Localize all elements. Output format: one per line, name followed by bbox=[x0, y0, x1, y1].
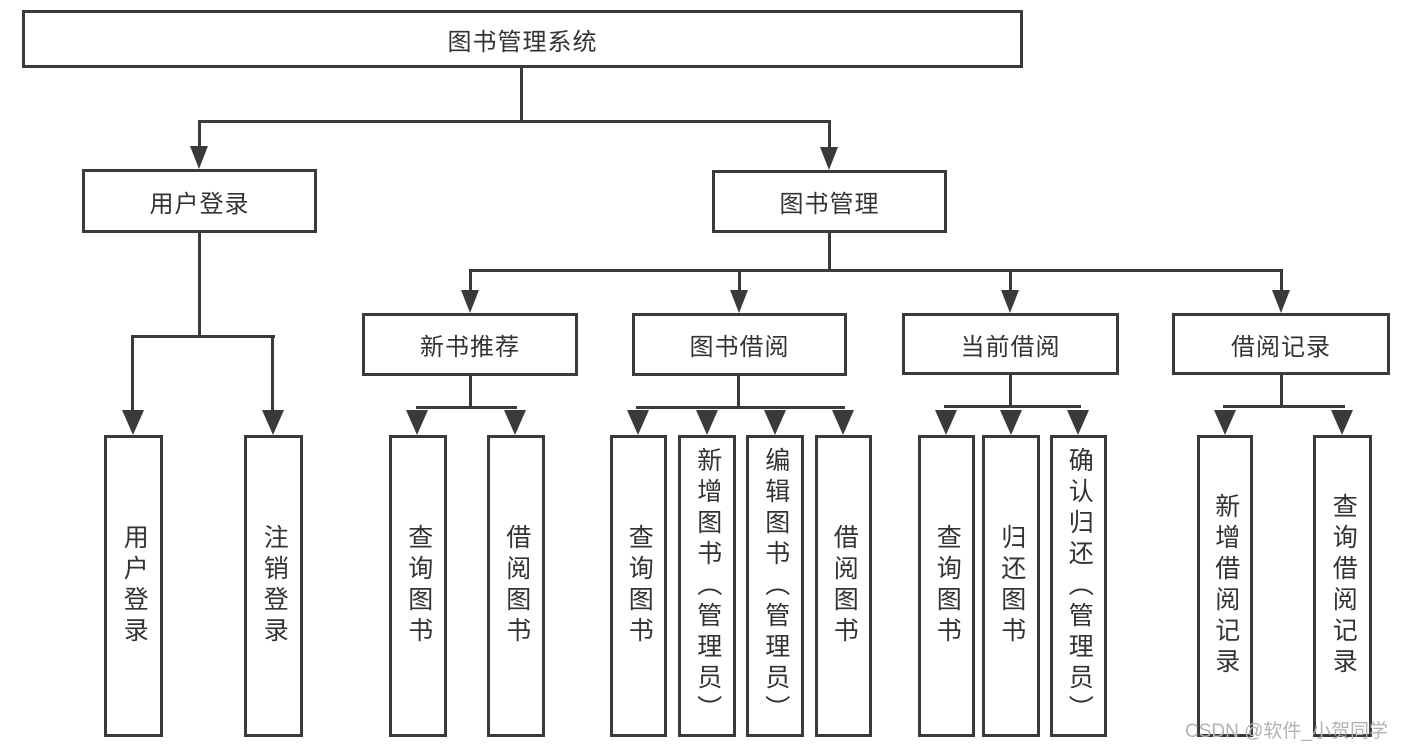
connector-line bbox=[469, 269, 472, 291]
connector-line bbox=[271, 335, 274, 412]
arrow-down-icon bbox=[764, 410, 786, 435]
node-current-borrowing: 当前借阅 bbox=[902, 313, 1119, 375]
leaf-add-borrow-record-label: 新增借阅记录 bbox=[1211, 493, 1240, 679]
connector-line bbox=[944, 405, 1081, 408]
connector-line bbox=[636, 406, 845, 409]
leaf-borrow-books-recommend-label: 借阅图书 bbox=[502, 524, 531, 648]
arrow-down-icon bbox=[696, 410, 718, 435]
arrow-down-icon bbox=[1272, 290, 1290, 313]
arrow-down-icon bbox=[1001, 290, 1019, 313]
leaf-query-books-current: 查询图书 bbox=[918, 435, 975, 737]
connector-line bbox=[828, 232, 831, 272]
leaf-borrow-books: 借阅图书 bbox=[815, 435, 872, 737]
leaf-logout-label: 注销登录 bbox=[260, 524, 289, 648]
leaf-edit-books-admin: 编辑图书（管理员） bbox=[746, 435, 804, 737]
arrow-down-icon bbox=[190, 146, 208, 169]
arrow-down-icon bbox=[1331, 410, 1353, 435]
leaf-borrow-books-label: 借阅图书 bbox=[830, 524, 859, 648]
arrow-down-icon bbox=[1067, 410, 1089, 435]
node-book-management: 图书管理 bbox=[712, 170, 947, 233]
node-borrowing-records: 借阅记录 bbox=[1172, 313, 1390, 375]
leaf-query-books-recommend: 查询图书 bbox=[389, 435, 447, 737]
leaf-query-borrow-record: 查询借阅记录 bbox=[1313, 435, 1372, 737]
connector-line bbox=[198, 232, 201, 338]
arrow-down-icon bbox=[1000, 410, 1022, 435]
arrow-down-icon bbox=[730, 290, 748, 313]
leaf-user-login: 用户登录 bbox=[104, 435, 163, 737]
connector-line bbox=[1280, 269, 1283, 291]
leaf-logout: 注销登录 bbox=[244, 435, 303, 737]
connector-line bbox=[198, 120, 201, 148]
connector-line bbox=[198, 120, 831, 123]
leaf-query-books-recommend-label: 查询图书 bbox=[404, 524, 433, 648]
arrow-down-icon bbox=[832, 410, 854, 435]
connector-line bbox=[738, 269, 741, 291]
leaf-borrow-books-recommend: 借阅图书 bbox=[487, 435, 545, 737]
connector-line bbox=[737, 375, 740, 409]
connector-line bbox=[469, 269, 1283, 272]
arrow-down-icon bbox=[627, 410, 649, 435]
arrow-down-icon bbox=[935, 410, 957, 435]
leaf-return-books-label: 归还图书 bbox=[997, 524, 1026, 648]
leaf-add-books-admin-label: 新增图书（管理员） bbox=[693, 446, 722, 726]
connector-line bbox=[1280, 374, 1283, 408]
arrow-down-icon bbox=[406, 410, 428, 435]
leaf-edit-books-admin-label: 编辑图书（管理员） bbox=[761, 446, 790, 726]
connector-line bbox=[828, 120, 831, 148]
node-new-book-recommendation: 新书推荐 bbox=[362, 313, 578, 376]
leaf-query-books-borrowing: 查询图书 bbox=[610, 435, 667, 737]
leaf-confirm-return-admin-label: 确认归还（管理员） bbox=[1065, 446, 1094, 726]
connector-line bbox=[469, 375, 472, 409]
leaf-add-books-admin: 新增图书（管理员） bbox=[678, 435, 736, 737]
leaf-query-books-current-label: 查询图书 bbox=[933, 524, 962, 648]
leaf-query-borrow-record-label: 查询借阅记录 bbox=[1329, 493, 1358, 679]
connector-line bbox=[1009, 269, 1012, 291]
arrow-down-icon bbox=[1214, 410, 1236, 435]
connector-line bbox=[416, 406, 517, 409]
leaf-query-books-borrowing-label: 查询图书 bbox=[625, 524, 654, 648]
connector-line bbox=[131, 335, 275, 338]
arrow-down-icon bbox=[262, 410, 284, 435]
leaf-confirm-return-admin: 确认归还（管理员） bbox=[1050, 435, 1107, 737]
node-user-login: 用户登录 bbox=[82, 169, 317, 233]
arrow-down-icon bbox=[504, 410, 526, 435]
leaf-user-login-label: 用户登录 bbox=[120, 524, 149, 648]
arrow-down-icon bbox=[461, 290, 479, 313]
connector-line bbox=[131, 335, 134, 412]
csdn-watermark: CSDN @软件_小贺同学 bbox=[1185, 721, 1388, 742]
leaf-return-books: 归还图书 bbox=[982, 435, 1040, 737]
connector-line bbox=[520, 67, 523, 123]
arrow-down-icon bbox=[820, 147, 838, 170]
node-library-management-system: 图书管理系统 bbox=[22, 10, 1023, 68]
connector-line bbox=[1009, 374, 1012, 408]
node-book-borrowing: 图书借阅 bbox=[632, 313, 847, 376]
leaf-add-borrow-record: 新增借阅记录 bbox=[1197, 435, 1253, 737]
arrow-down-icon bbox=[122, 410, 144, 435]
connector-line bbox=[1223, 405, 1345, 408]
